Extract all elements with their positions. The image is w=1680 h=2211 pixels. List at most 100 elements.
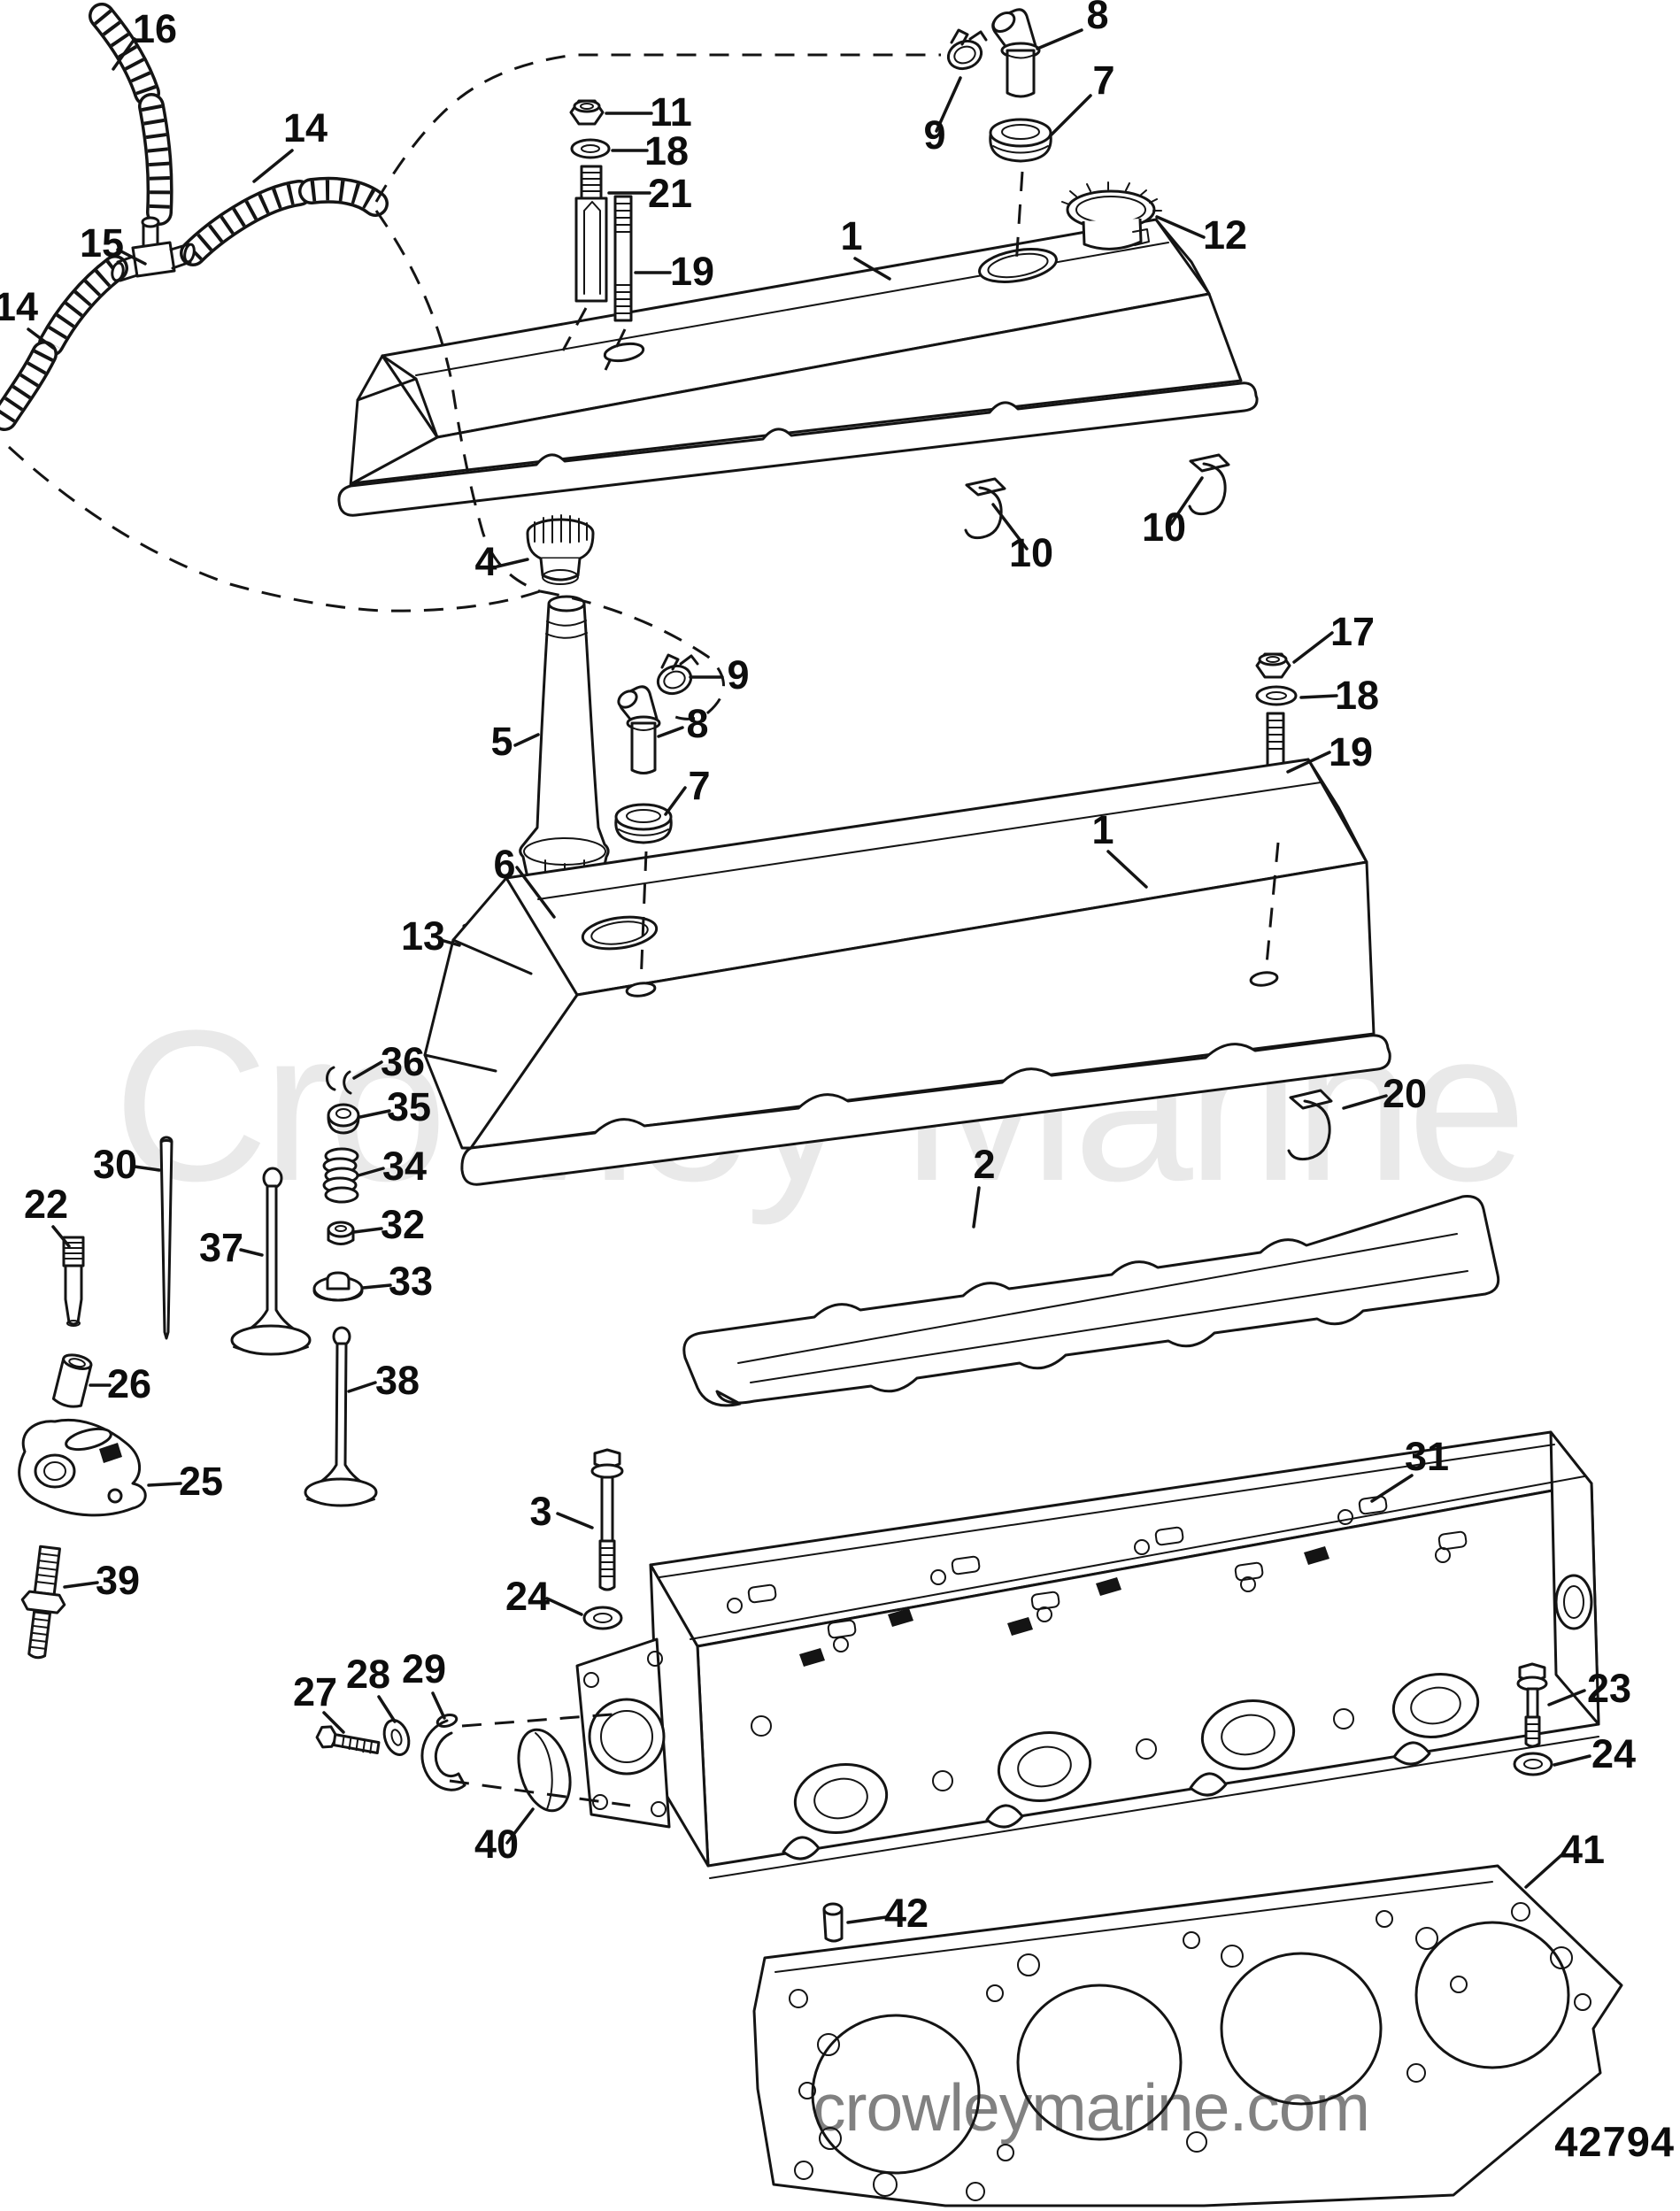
valve-lifter-26: [51, 1353, 93, 1408]
part-number-label: 20: [1383, 1071, 1427, 1116]
callout-leader-line: [1370, 1474, 1414, 1503]
vent-hose-14-upper: [180, 176, 389, 266]
callout-leader-line: [1342, 1094, 1388, 1110]
stud-19-upper: [613, 195, 633, 322]
rocker-stud-39: [20, 1545, 66, 1660]
valve-spring-34: [322, 1147, 359, 1204]
hose-clamp-9-upper: [946, 28, 988, 71]
part-number-label: 7: [688, 763, 710, 808]
valve-cover-upper: [337, 218, 1259, 517]
part-number-label: 36: [381, 1039, 425, 1084]
push-rod-30: [159, 1136, 173, 1340]
washer-28: [382, 1719, 411, 1756]
part-number-label: 3: [529, 1489, 551, 1534]
callout-leader-line: [116, 248, 147, 266]
callout-leader-line: [991, 503, 1029, 551]
part-number-label: 26: [107, 1361, 151, 1406]
part-number-label: 9: [727, 652, 749, 697]
callout-leader-line: [352, 1227, 383, 1234]
washer-24-left: [582, 1606, 623, 1630]
callout-leader-line: [431, 1691, 446, 1720]
callout-leader-line: [1292, 631, 1334, 664]
part-number-label: 39: [96, 1558, 140, 1603]
elbow-fitting-8-upper: [991, 8, 1041, 98]
callout-leader-line: [1169, 476, 1204, 526]
callout-leader-line: [352, 1060, 383, 1080]
hold-down-clip-20: [1287, 1089, 1333, 1161]
grommet-7-lower: [614, 803, 673, 844]
intake-valve-38: [304, 1326, 378, 1507]
dowel-pin-42: [822, 1902, 844, 1943]
callout-leader-line: [496, 558, 529, 568]
part-number-label: 40: [474, 1822, 519, 1867]
washer-18-upper: [570, 138, 611, 159]
washer-24-right: [1513, 1752, 1553, 1776]
callout-leader-line: [1050, 94, 1092, 136]
part-number-label: 2: [973, 1142, 995, 1187]
part-number-label: 8: [686, 701, 708, 746]
part-number-label: 17: [1330, 609, 1375, 654]
part-number-label: 10: [1009, 530, 1053, 575]
hose-routing-dashed-lines: [7, 53, 1280, 1807]
part-number-label: 38: [375, 1358, 420, 1403]
callout-leader-line: [1106, 850, 1148, 889]
part-number-label: 4: [474, 539, 497, 584]
tee-fitting-15: [111, 216, 196, 282]
part-number-label: 23: [1587, 1666, 1631, 1711]
part-number-label: 11: [650, 89, 692, 135]
part-number-label: 37: [199, 1225, 243, 1270]
valve-lifter-22: [62, 1236, 85, 1327]
part-number-label: 32: [381, 1202, 425, 1247]
callout-leader-line: [505, 1807, 535, 1845]
callout-leader-line: [1547, 1689, 1586, 1706]
part-number-label: 14: [283, 105, 328, 150]
rocker-bolt-23: [1516, 1662, 1548, 1748]
valve-stem-seal-32: [327, 1221, 355, 1245]
exhaust-valve-37: [230, 1167, 312, 1356]
callout-leader-line: [935, 76, 962, 133]
callout-leader-line: [1286, 751, 1331, 774]
callout-leader-line: [853, 257, 891, 281]
part-number-label: 19: [1329, 729, 1373, 774]
part-number-label: 9: [923, 112, 945, 158]
callout-leader-line: [358, 1109, 391, 1119]
site-credit-text: crowleymarine.com: [813, 2070, 1370, 2145]
valve-keepers-36: [325, 1066, 352, 1095]
callout-leader-line: [377, 1695, 397, 1723]
callout-leader-line: [664, 786, 687, 816]
callout-leader-line: [846, 1915, 888, 1924]
oil-fill-tube-5: [519, 595, 610, 902]
part-number-label: 21: [648, 171, 692, 216]
spring-retainer-35: [327, 1103, 360, 1135]
part-number-label: 19: [670, 249, 714, 294]
callout-leader-line: [545, 1597, 583, 1616]
part-number-label: 33: [389, 1259, 433, 1304]
part-number-label: 42: [884, 1891, 929, 1936]
part-number-label: 31: [1405, 1434, 1449, 1479]
head-bolt-3: [590, 1448, 624, 1591]
part-callouts: 1614151411182119897121101045613987171819…: [0, 0, 1636, 1936]
part-number-label: 8: [1086, 0, 1108, 37]
head-gasket-41: [752, 1864, 1623, 2207]
part-number-label: 16: [133, 6, 177, 51]
callout-leader-line: [1553, 1754, 1591, 1767]
hold-down-clip-10-left: [964, 477, 1006, 540]
part-number-label: 35: [387, 1084, 431, 1129]
washer-18-right: [1255, 685, 1298, 706]
callout-leader-line: [513, 733, 540, 747]
part-number-label: 1: [1091, 807, 1114, 852]
part-number-label: 24: [505, 1574, 550, 1619]
callout-leader-line: [252, 149, 294, 183]
part-number-label: 14: [0, 284, 38, 329]
hold-down-clip-10-right: [1188, 453, 1230, 516]
callout-leader-line: [239, 1248, 264, 1257]
vent-hose-14-lower: [0, 255, 128, 431]
callout-leader-line: [133, 1165, 161, 1172]
hose-clamp-9-lower: [656, 653, 699, 696]
part-number-label: 15: [80, 220, 124, 266]
rocker-arm-25: [18, 1418, 147, 1517]
valve-cover-gasket-2: [682, 1195, 1500, 1407]
callout-leader-line: [361, 1283, 392, 1290]
nut-11: [569, 99, 605, 126]
elbow-fitting-8-lower: [617, 685, 661, 774]
